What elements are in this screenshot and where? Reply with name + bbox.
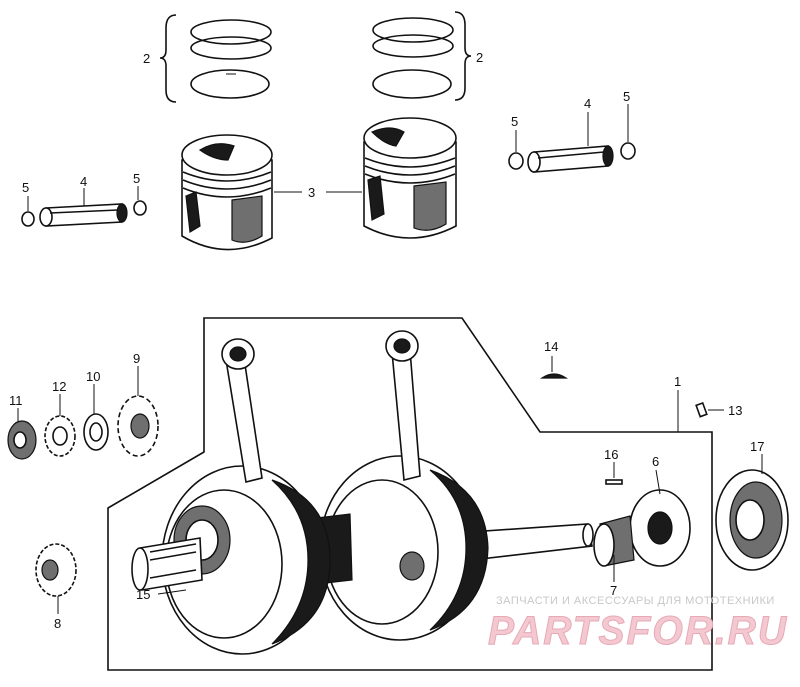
- callout-8: 8: [54, 616, 61, 631]
- callout-5-right-a: 5: [511, 114, 518, 129]
- callout-4-right: 4: [584, 96, 591, 111]
- piston-ring-set-right: [372, 17, 454, 99]
- callout-16: 16: [604, 447, 618, 462]
- dowel-pin: [605, 479, 623, 485]
- watermark-tagline: ЗАПЧАСТИ И АКСЕССУАРЫ ДЛЯ МОТОТЕХНИКИ: [496, 595, 775, 607]
- callout-4-left: 4: [80, 174, 87, 189]
- circlip-right-a: [508, 152, 524, 170]
- callout-2-left: 2: [143, 51, 150, 66]
- piston-pin-left: [39, 203, 128, 227]
- piston-pin-right: [527, 145, 614, 173]
- callout-15: 15: [136, 587, 150, 602]
- callout-17: 17: [750, 439, 764, 454]
- thrust-washer: [83, 413, 109, 451]
- drive-sprocket: [117, 395, 159, 457]
- callout-13: 13: [728, 403, 742, 418]
- callout-5-left-b: 5: [133, 171, 140, 186]
- small-key: [695, 401, 708, 418]
- callout-5-left-a: 5: [22, 180, 29, 195]
- woodruff-key: [540, 373, 568, 379]
- callout-3: 3: [308, 185, 315, 200]
- callout-11: 11: [9, 393, 23, 408]
- piston-left: [181, 134, 273, 251]
- sprocket-nut: [7, 420, 37, 460]
- ring-set-brace-right: [454, 11, 472, 101]
- piston-right: [363, 117, 457, 239]
- crankshaft: [131, 330, 594, 655]
- circlip-left-a: [21, 211, 35, 227]
- primary-gear: [35, 543, 77, 597]
- callout-6: 6: [652, 454, 659, 469]
- callout-2-right: 2: [476, 50, 483, 65]
- callout-12: 12: [52, 379, 66, 394]
- crank-bearing: [629, 489, 691, 567]
- crankshaft-assembly-outline: [107, 317, 713, 671]
- callout-14: 14: [544, 339, 558, 354]
- callout-10: 10: [86, 369, 100, 384]
- circlip-left-b: [133, 200, 147, 216]
- callout-9: 9: [133, 351, 140, 366]
- oil-seal: [715, 469, 789, 571]
- callout-1: 1: [674, 374, 681, 389]
- watermark-brand: PARTSFOR.RU: [488, 609, 788, 653]
- circlip-right-b: [620, 142, 636, 160]
- callout-5-right-b: 5: [623, 89, 630, 104]
- callout-7: 7: [610, 583, 617, 598]
- ring-set-brace-left: [159, 14, 177, 103]
- needle-bearing: [593, 515, 635, 567]
- lock-washer: [44, 415, 76, 457]
- piston-ring-set-left: [190, 19, 272, 99]
